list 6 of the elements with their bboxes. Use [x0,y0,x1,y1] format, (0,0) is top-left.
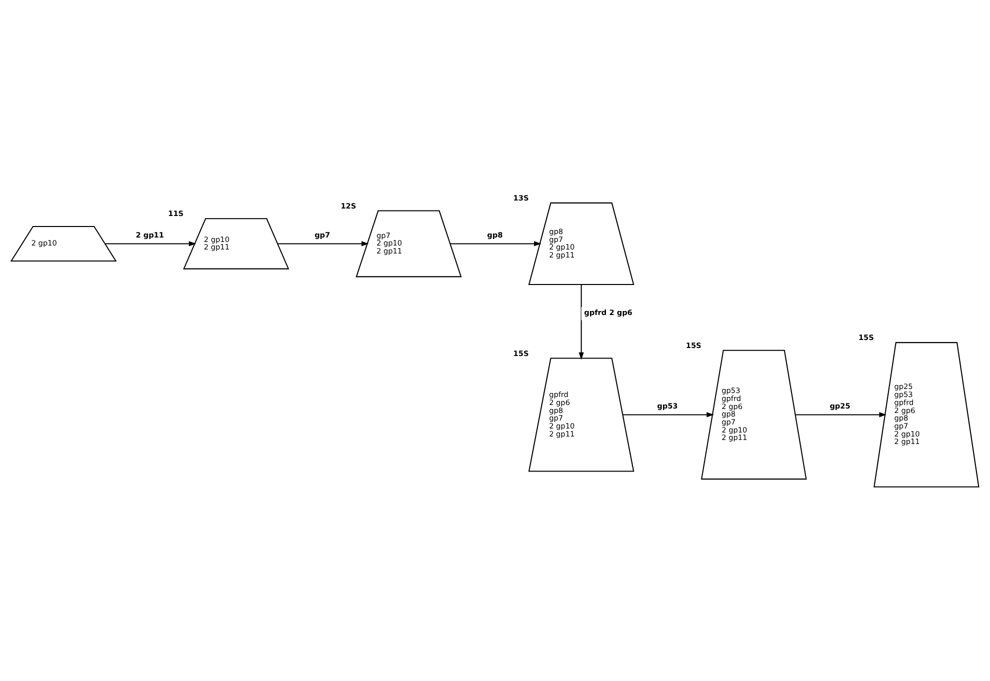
arrow [795,412,887,417]
arrow [105,240,196,246]
arrow [278,240,369,246]
arrow [622,412,714,417]
arrow [578,284,584,360]
arrow [450,240,542,246]
